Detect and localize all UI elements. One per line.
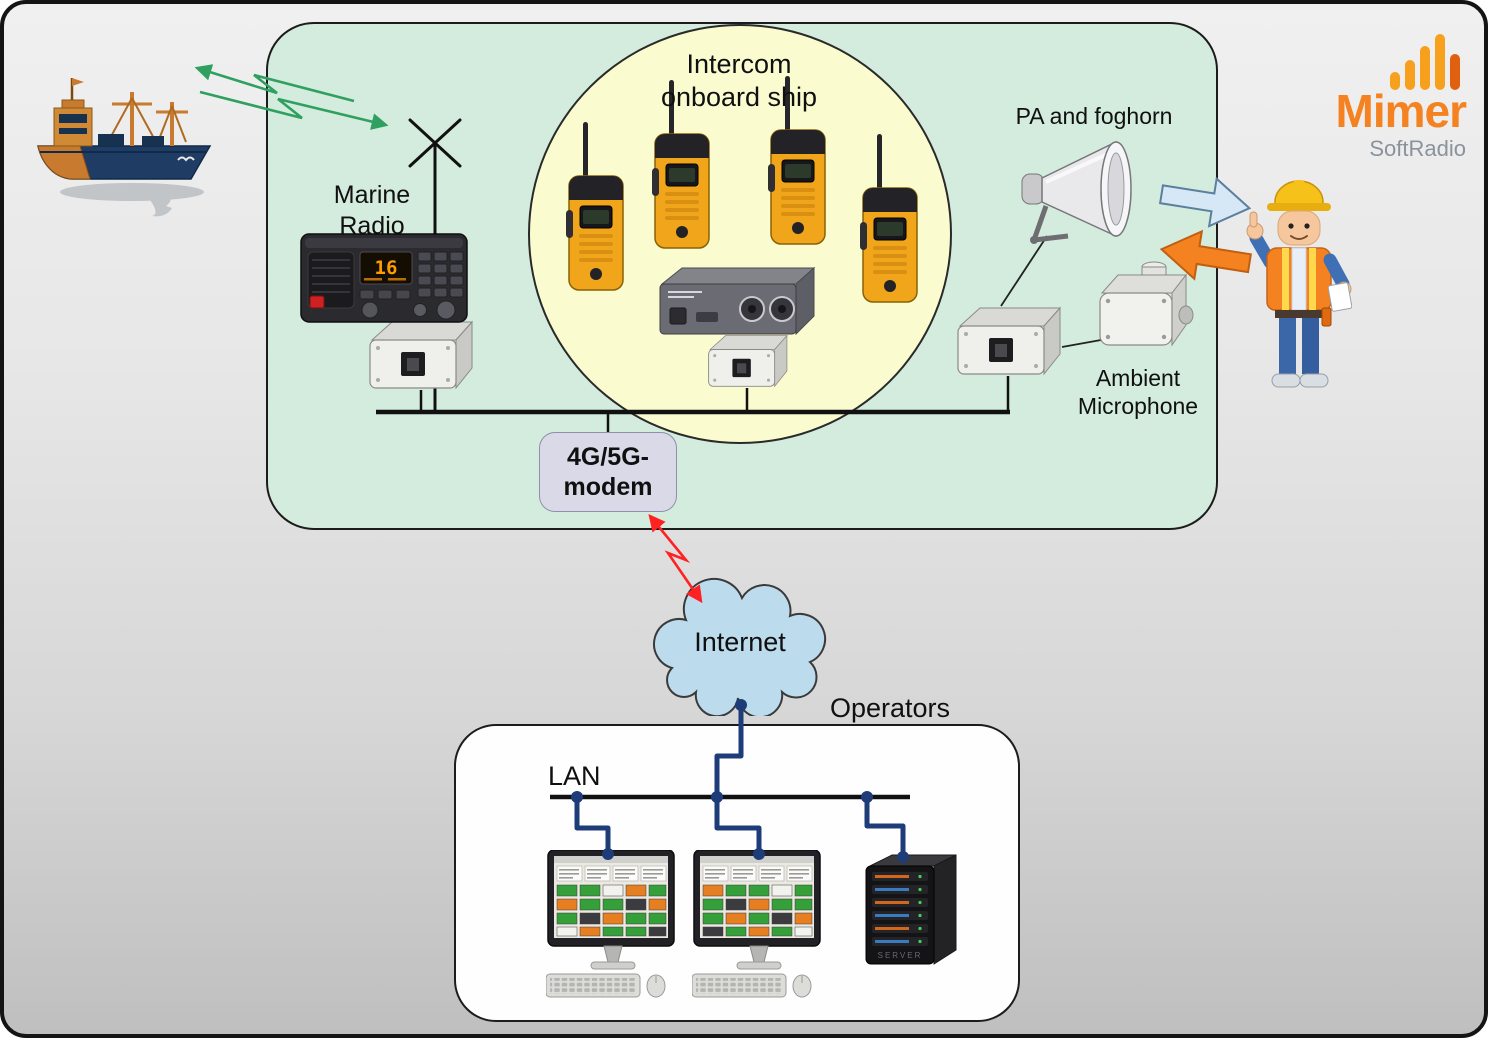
brand-name: Mimer xyxy=(1335,85,1467,137)
radio-channel-readout: 16 xyxy=(375,257,398,279)
walkie-talkie-1 xyxy=(566,122,626,294)
walkie-talkie-3 xyxy=(768,76,828,248)
pa-horn-speaker xyxy=(1016,132,1148,254)
internet-label: Internet xyxy=(694,627,786,657)
logo-bars-icon xyxy=(1390,32,1460,90)
lan-label: LAN xyxy=(548,761,601,791)
operator-pc-1 xyxy=(546,850,680,1000)
operators-label: Operators xyxy=(829,693,951,723)
product-name: SoftRadio xyxy=(1369,136,1466,161)
mimer-logo: Mimer SoftRadio xyxy=(1294,32,1467,166)
walkie-talkie-2 xyxy=(652,80,712,252)
ambient-mic-label: Ambient Microphone xyxy=(1077,365,1199,420)
network-interface-box-intercom xyxy=(704,330,790,392)
ship-illustration xyxy=(32,54,217,219)
modem-label: 4G/5G- modem xyxy=(563,443,653,501)
operator-pc-2 xyxy=(692,850,826,1000)
intercom-title: Intercom onboard ship xyxy=(660,49,818,112)
network-interface-box-radio xyxy=(364,316,476,394)
pa-foghorn-label: PA and foghorn xyxy=(1015,103,1173,129)
ambient-microphone-device xyxy=(1094,259,1194,359)
network-interface-box-pa xyxy=(952,302,1064,380)
server-tower: SERVER xyxy=(862,852,958,974)
marine-radio-label: Marine Radio xyxy=(333,181,411,240)
marine-radio-device: 16 xyxy=(300,230,468,326)
worker-illustration xyxy=(1246,174,1352,402)
walkie-talkie-4 xyxy=(860,134,920,306)
wireless-interface-unit xyxy=(656,264,816,336)
modem-box: 4G/5G- modem xyxy=(539,432,677,512)
server-label: SERVER xyxy=(878,951,923,960)
